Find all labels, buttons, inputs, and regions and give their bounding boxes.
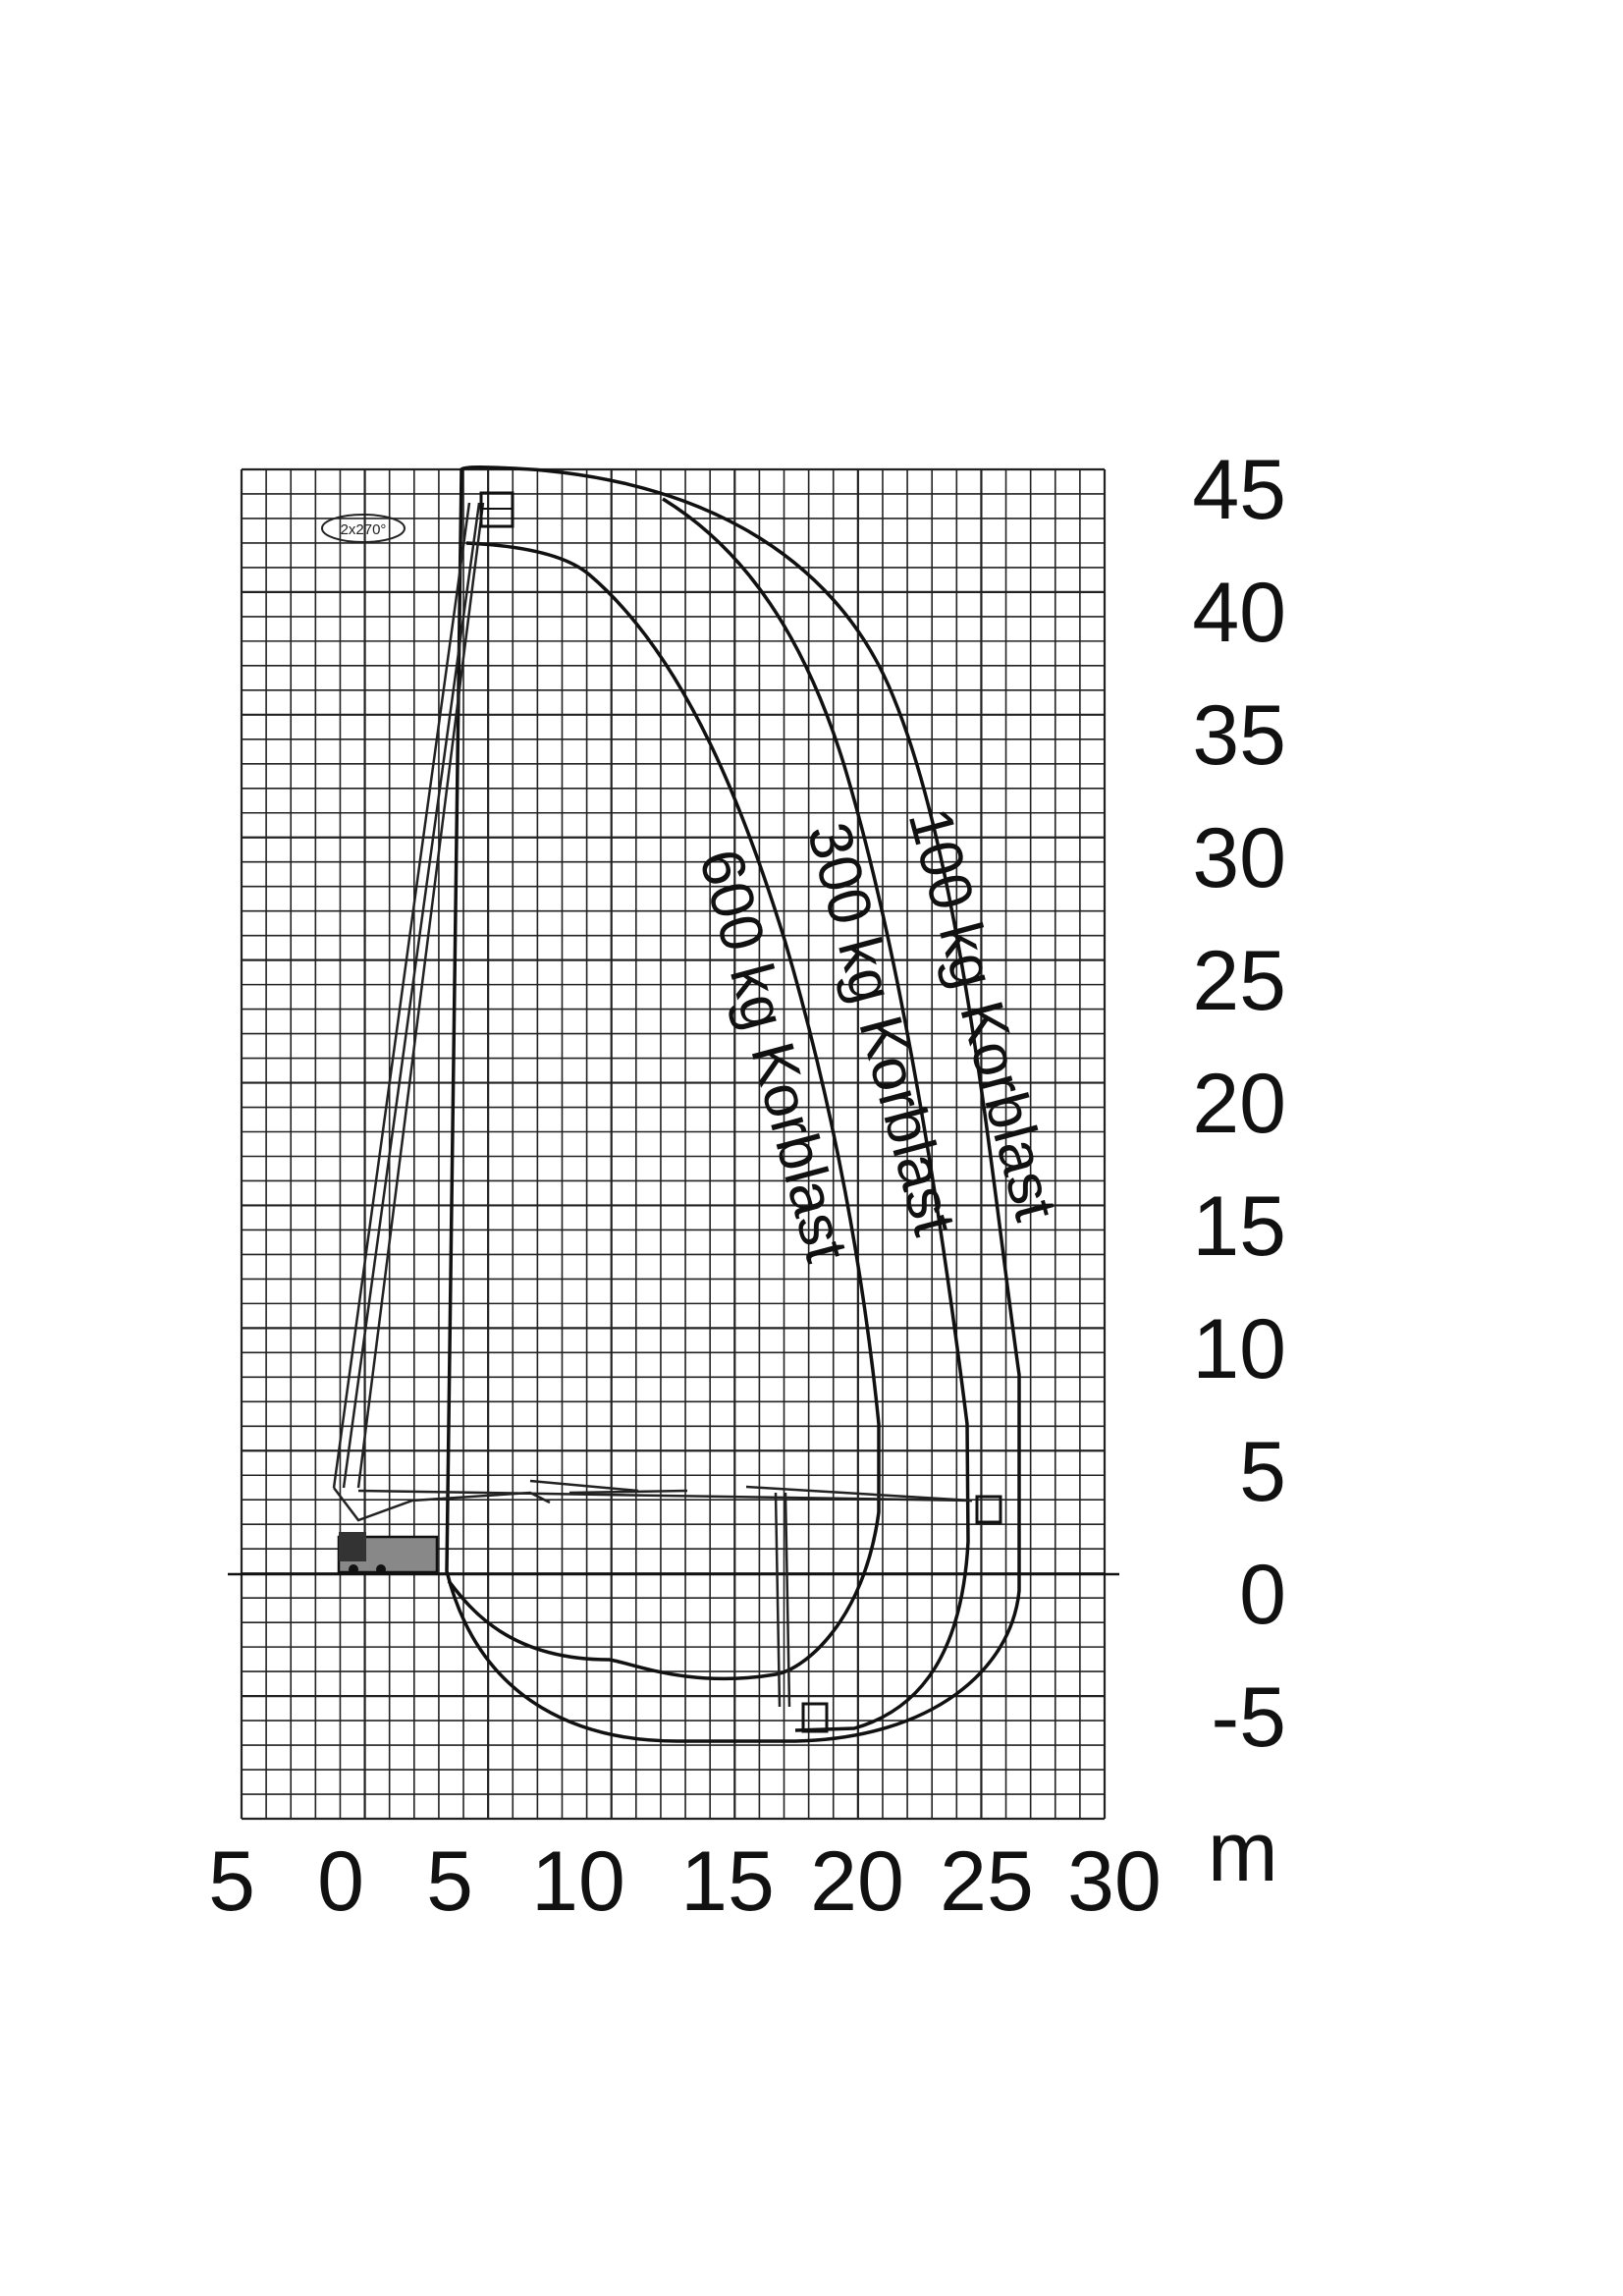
y-tick-label: 10 — [1192, 1302, 1286, 1396]
x-tick-label: 5 — [426, 1834, 473, 1929]
y-tick-label: -5 — [1212, 1670, 1286, 1765]
envelope-100kg — [445, 465, 1021, 1743]
y-tick-label: 20 — [1192, 1057, 1286, 1151]
envelope-300kg — [662, 497, 970, 1732]
y-tick-label: 25 — [1192, 934, 1286, 1028]
x-tick-label: 15 — [680, 1834, 775, 1929]
y-tick-label: 40 — [1192, 566, 1286, 660]
y-axis-ticks: 45 40 35 30 25 20 15 10 5 0 -5 — [1192, 443, 1286, 1765]
boom-vertical — [332, 491, 514, 1489]
boom-horizontal — [333, 1479, 1002, 1524]
basket-right-icon — [975, 1495, 1002, 1524]
boom-down — [774, 1492, 829, 1733]
y-tick-label: 5 — [1239, 1425, 1286, 1519]
vehicle-chassis — [337, 1532, 439, 1574]
x-tick-label: 25 — [940, 1834, 1034, 1929]
y-tick-label: 45 — [1192, 443, 1286, 537]
rotation-badge-text: 2x270° — [341, 521, 387, 538]
y-tick-label: 0 — [1239, 1548, 1286, 1642]
envelope-600kg — [447, 541, 881, 1681]
x-tick-label: 0 — [317, 1834, 364, 1929]
rotation-badge: 2x270° — [321, 514, 406, 543]
y-tick-label: 15 — [1192, 1179, 1286, 1274]
x-tick-label: 30 — [1067, 1834, 1162, 1929]
x-tick-label: 20 — [810, 1834, 904, 1929]
y-tick-label: 35 — [1192, 688, 1286, 783]
basket-bottom-icon — [801, 1702, 829, 1733]
unit-label: m — [1208, 1805, 1278, 1899]
grid — [240, 467, 1107, 1821]
y-tick-label: 30 — [1192, 811, 1286, 905]
x-tick-label: 10 — [531, 1834, 625, 1929]
x-tick-label: 5 — [208, 1834, 255, 1929]
